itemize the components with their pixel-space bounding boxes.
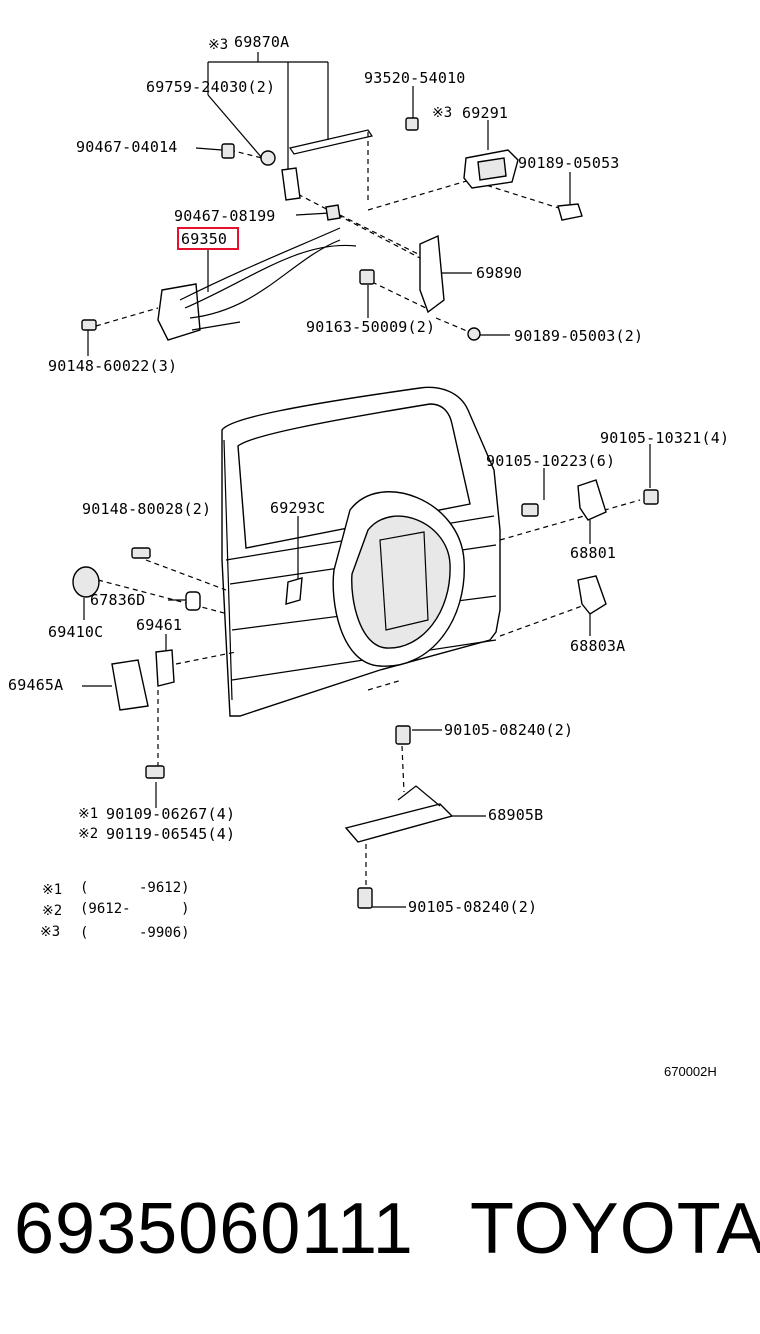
label-69293c: 69293C [270, 499, 325, 517]
label-90105-08240-lower: 90105-08240(2) [408, 898, 537, 916]
label-69410c: 69410C [48, 623, 103, 641]
note-1-mark: ※1 [42, 882, 62, 898]
dashed-guides-top [95, 130, 566, 335]
label-90467-04014: 90467-04014 [76, 138, 178, 156]
striker-69461 [155, 649, 175, 687]
label-67836d: 67836D [90, 591, 145, 609]
mark-90119: ※2 [78, 826, 98, 842]
label-90189-05003: 90189-05003(2) [514, 327, 643, 345]
drawing-code: 670002H [664, 1064, 717, 1079]
bolt-90105-08240-lower [357, 887, 373, 909]
label-69350: 69350 [181, 230, 227, 248]
plate-69465a [111, 659, 149, 711]
label-90119: 90119-06545(4) [106, 825, 235, 843]
lock-assy-69350 [157, 283, 201, 341]
part-69410c [72, 566, 100, 598]
label-90189-05053: 90189-05053 [518, 154, 620, 172]
dashed-guides-bottom [97, 499, 641, 888]
latch-69890 [419, 234, 445, 314]
lower-parts [72, 479, 659, 909]
label-68801: 68801 [570, 544, 616, 562]
label-90148-80028: 90148-80028(2) [82, 500, 211, 518]
part-number: 6935060111 [14, 1189, 414, 1269]
nut-90189-05003 [467, 327, 481, 341]
label-90148-60022: 90148-60022(3) [48, 357, 177, 375]
screw-93520 [405, 117, 419, 131]
label-69870a: 69870A [234, 33, 289, 51]
note-2-range: (9612- ) [80, 901, 190, 917]
top-labels: ※3 69870A 69759-24030(2) 93520-54010 ※3 … [48, 33, 643, 375]
mark-69291: ※3 [432, 105, 452, 121]
label-69890: 69890 [476, 264, 522, 282]
clip-90189-05053 [557, 203, 583, 221]
top-parts [81, 117, 583, 341]
back-door [221, 386, 501, 717]
label-69291: 69291 [462, 104, 508, 122]
label-69759: 69759-24030(2) [146, 78, 275, 96]
lower-labels: 90105-10321(4) 90105-10223(6) 90148-8002… [8, 429, 729, 916]
clip-90467-08199 [325, 204, 341, 221]
label-90105-10223: 90105-10223(6) [486, 452, 615, 470]
footer: 6935060111 TOYOTA [0, 1188, 760, 1278]
label-90105-08240-upper: 90105-08240(2) [444, 721, 573, 739]
bracket-69293c [285, 577, 303, 605]
highlight-box [177, 227, 239, 250]
label-90109: 90109-06267(4) [106, 805, 235, 823]
bolt-90163-50009 [359, 269, 375, 285]
note-3-range: ( -9906) [80, 925, 190, 941]
note-2-mark: ※2 [42, 903, 62, 919]
label-93520: 93520-54010 [364, 69, 466, 87]
cushion-67836d [185, 591, 201, 611]
label-90163: 90163-50009(2) [306, 318, 435, 336]
clip-69759 [260, 150, 276, 166]
clip-stay [281, 167, 301, 201]
label-69461: 69461 [136, 616, 182, 634]
hinge-68803a [577, 575, 607, 615]
label-68905b: 68905B [488, 806, 543, 824]
hinge-68801 [577, 479, 607, 521]
bolt-90105-10223 [521, 503, 539, 517]
bolt-90109-06267 [145, 765, 165, 779]
bolt-90105-10321 [643, 489, 659, 505]
bolt-90105-08240-upper [395, 725, 411, 745]
label-90105-10321: 90105-10321(4) [600, 429, 729, 447]
bolt-90467-04014 [221, 143, 235, 159]
label-68803a: 68803A [570, 637, 625, 655]
leader-lines-bottom [82, 444, 651, 908]
mark-90109: ※1 [78, 806, 98, 822]
note-1-range: ( -9612) [80, 880, 190, 896]
screw-90148-80028 [131, 547, 151, 559]
screw-90148-60022 [81, 319, 97, 331]
notes: ※1 ( -9612) ※2 (9612- ) ※3 ( -9906) [40, 880, 190, 941]
note-3-mark: ※3 [40, 924, 60, 940]
guide-68905b [344, 803, 454, 843]
mark-69870a: ※3 [208, 37, 228, 53]
leader-lines-top [87, 52, 571, 356]
rod-69870a [289, 129, 373, 155]
label-69465a: 69465A [8, 676, 63, 694]
brand-name: TOYOTA [470, 1189, 760, 1269]
label-90467-08199: 90467-08199 [174, 207, 276, 225]
